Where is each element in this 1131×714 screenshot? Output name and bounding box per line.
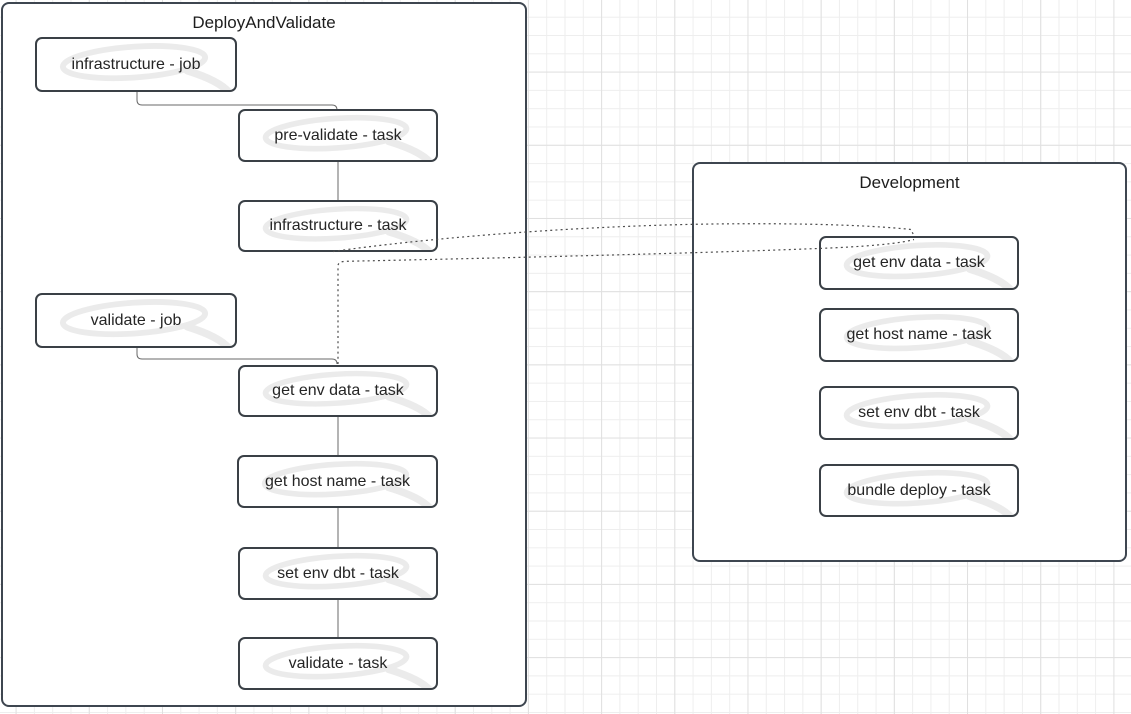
sketch-watermark-icon: [843, 469, 1014, 515]
node-dev-set-env-dbt-task[interactable]: set env dbt - task: [819, 386, 1019, 440]
node-label: get env data - task: [272, 382, 404, 399]
node-label: set env dbt - task: [277, 564, 399, 582]
sketch-watermark-icon: [262, 370, 433, 415]
sketch-watermark-icon: [262, 552, 433, 598]
node-label: set env dbt - task: [858, 404, 980, 421]
deploy-and-validate-title: DeployAndValidate: [192, 13, 336, 32]
node-dev-get-host-name-task[interactable]: get host name - task: [819, 308, 1019, 362]
node-label: get host name - task: [846, 326, 992, 343]
node-label: pre-validate - task: [274, 126, 402, 144]
node-label: validate - job: [90, 311, 182, 329]
development-title: Development: [859, 173, 960, 192]
node-label: get host name - task: [265, 472, 410, 490]
node-label: get env data - task: [853, 254, 985, 271]
sketch-watermark-icon: [262, 114, 433, 160]
node-validate-job[interactable]: validate - job: [35, 293, 237, 348]
sketch-watermark-icon: [59, 299, 232, 346]
container-deploy-and-validate[interactable]: DeployAndValidate: [1, 2, 527, 707]
node-label: bundle deploy - task: [847, 481, 991, 499]
node-dev-bundle-deploy-task[interactable]: bundle deploy - task: [819, 464, 1019, 517]
node-infrastructure-task[interactable]: infrastructure - task: [238, 200, 438, 252]
sketch-watermark-icon: [261, 460, 433, 506]
node-infrastructure-job[interactable]: infrastructure - job: [35, 37, 237, 92]
node-validate-task[interactable]: validate - task: [238, 637, 438, 690]
node-label: validate - task: [288, 654, 388, 672]
node-label: infrastructure - task: [269, 217, 407, 234]
sketch-watermark-icon: [59, 43, 232, 90]
sketch-watermark-icon: [262, 642, 433, 688]
node-dev-get-env-data-task[interactable]: get env data - task: [819, 236, 1019, 290]
node-set-env-dbt-task[interactable]: set env dbt - task: [238, 547, 438, 600]
node-label: infrastructure - job: [71, 55, 201, 73]
node-pre-validate-task[interactable]: pre-validate - task: [238, 109, 438, 162]
node-get-host-name-task[interactable]: get host name - task: [237, 455, 438, 508]
sketch-watermark-icon: [843, 392, 1014, 438]
node-get-env-data-task[interactable]: get env data - task: [238, 365, 438, 417]
